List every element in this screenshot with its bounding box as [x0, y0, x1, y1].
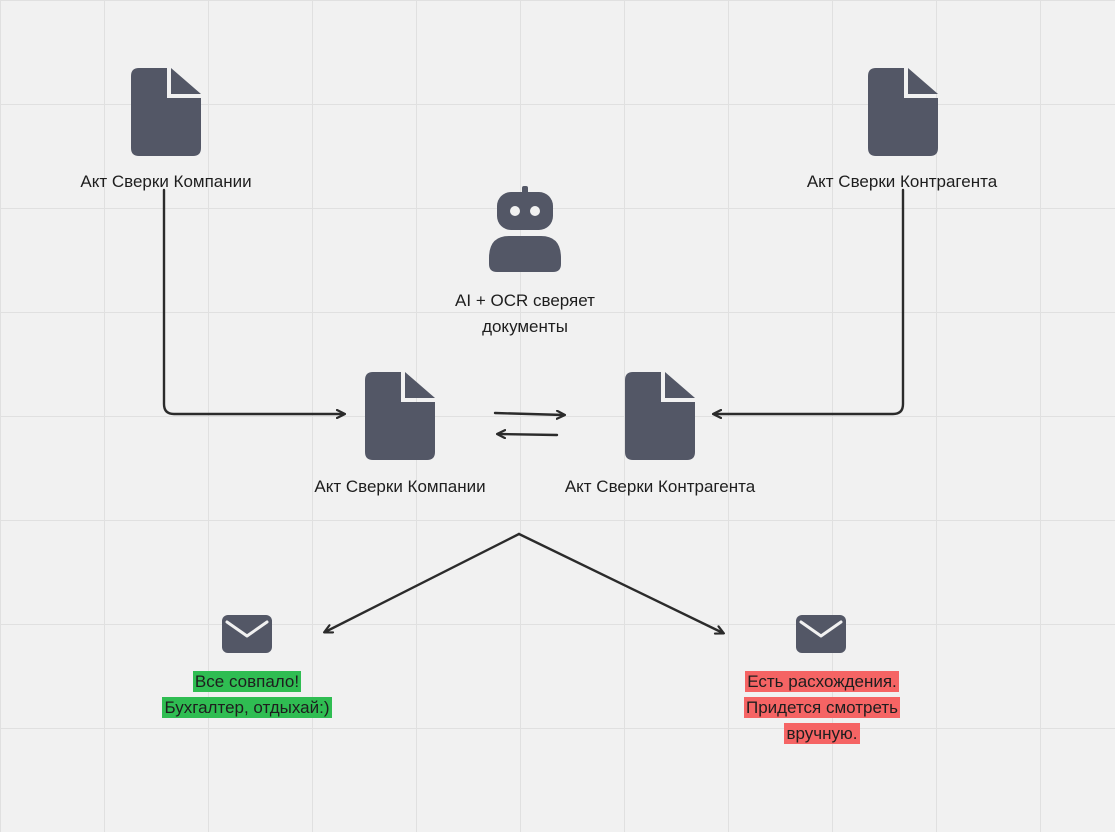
envelope-icon: [222, 615, 272, 653]
result-bad-text: вручную.: [784, 723, 860, 744]
robot-label-line1: AI + OCR сверяет: [455, 291, 595, 310]
result-ok-text: Бухгалтер, отдыхай:): [162, 697, 332, 718]
robot-icon: [489, 186, 561, 272]
envelope-icon: [796, 615, 846, 653]
connector-split-left: [325, 532, 521, 632]
connector-split-right: [517, 532, 723, 633]
result-bad-text: Придется смотреть: [743, 697, 901, 718]
result-bad-line3: вручную.: [720, 721, 924, 747]
result-bad-line2: Придется смотреть: [720, 695, 924, 721]
doc-counterparty-mid-label: Акт Сверки Контрагента: [564, 477, 756, 496]
connector-company-to-mid: [162, 188, 344, 414]
document-icon: [625, 372, 695, 460]
result-ok-line2: Бухгалтер, отдыхай:): [140, 695, 354, 721]
connector-counterparty-to-mid: [714, 188, 905, 414]
doc-counterparty-top-label: Акт Сверки Контрагента: [806, 172, 998, 191]
doc-company-top-label: Акт Сверки Компании: [80, 172, 252, 191]
robot-label-line2: документы: [482, 317, 568, 336]
connector-compare-forward: [493, 413, 564, 415]
connector-compare-back: [498, 434, 559, 435]
doc-company-mid-label: Акт Сверки Компании: [314, 477, 486, 496]
result-ok-text: Все совпало!: [192, 671, 302, 692]
result-bad-line1: Есть расхождения.: [720, 669, 924, 695]
document-icon: [365, 372, 435, 460]
document-icon: [868, 68, 938, 156]
document-icon: [131, 68, 201, 156]
result-ok-line1: Все совпало!: [140, 669, 354, 695]
result-bad-text: Есть расхождения.: [745, 671, 899, 692]
